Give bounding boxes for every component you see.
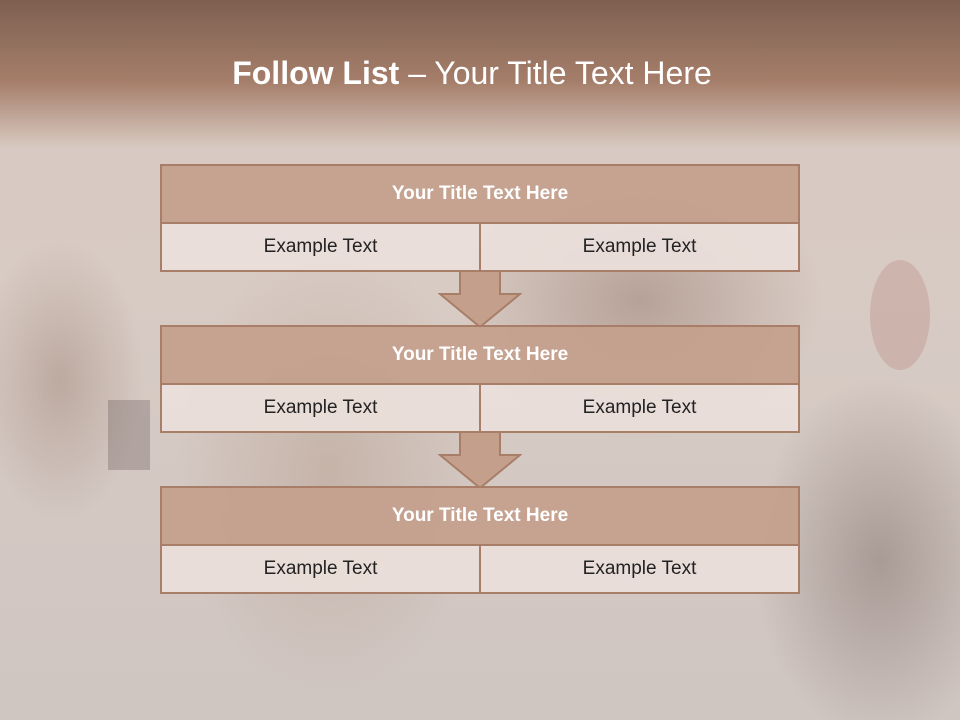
block-row: Example Text Example Text [162, 546, 798, 592]
block-title: Your Title Text Here [162, 488, 798, 546]
slide-title-rest: – Your Title Text Here [399, 55, 712, 91]
block-cell-left: Example Text [263, 236, 378, 257]
block-title: Your Title Text Here [162, 166, 798, 224]
block-cell-left: Example Text [263, 558, 378, 579]
background-poster [870, 260, 930, 370]
block-cell-right: Example Text [479, 546, 798, 592]
background-sign [108, 400, 150, 470]
slide-title-bold: Follow List [232, 55, 400, 91]
list-block-1: Your Title Text Here Example Text Exampl… [160, 164, 800, 272]
down-arrow-icon [438, 270, 522, 328]
block-cell-right: Example Text [479, 385, 798, 431]
block-title: Your Title Text Here [162, 327, 798, 385]
title-bar [0, 0, 960, 148]
list-block-3: Your Title Text Here Example Text Exampl… [160, 486, 800, 594]
block-cell-right: Example Text [479, 224, 798, 270]
down-arrow-icon [438, 431, 522, 489]
slide-title: Follow List – Your Title Text Here [0, 55, 944, 92]
list-block-2: Your Title Text Here Example Text Exampl… [160, 325, 800, 433]
block-row: Example Text Example Text [162, 385, 798, 431]
block-cell-left: Example Text [263, 397, 378, 418]
block-row: Example Text Example Text [162, 224, 798, 270]
